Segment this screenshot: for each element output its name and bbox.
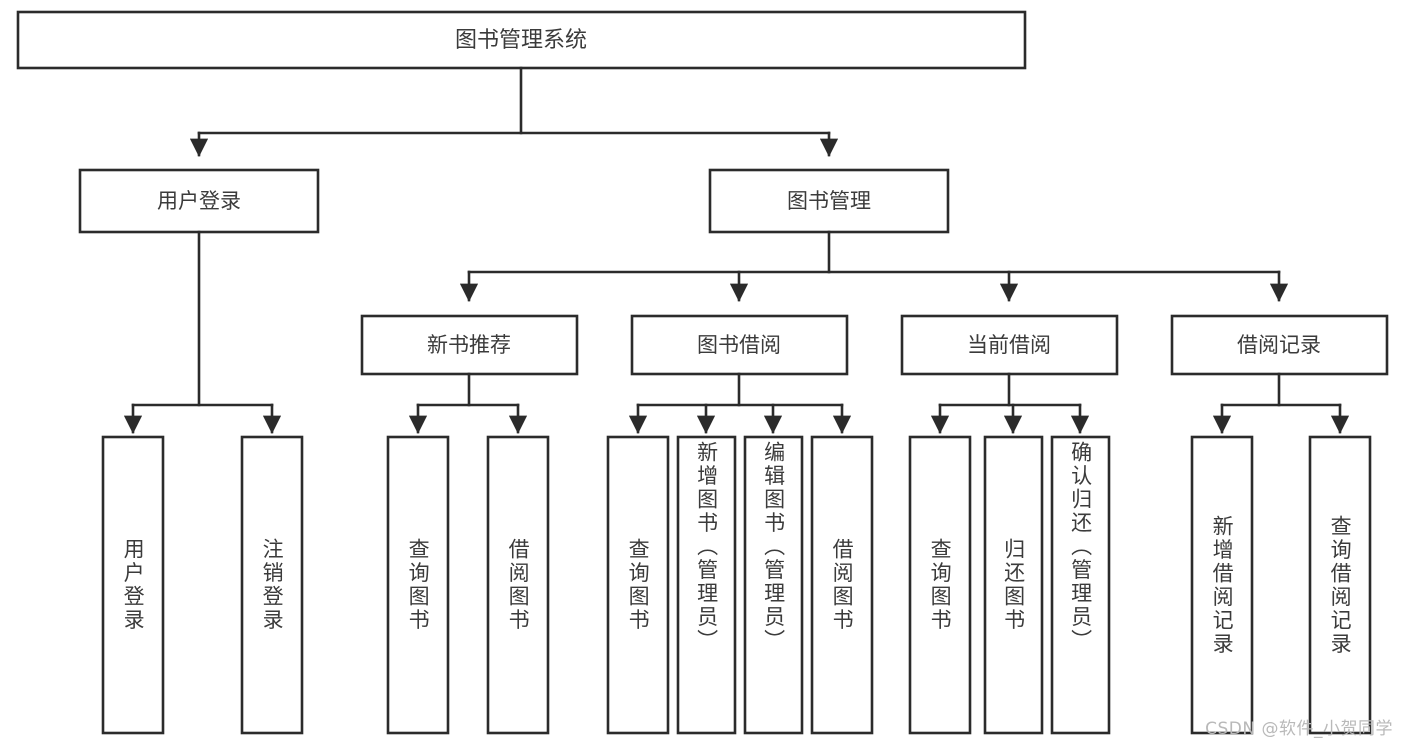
leaf-query-book-current-rect[interactable] [908, 435, 972, 735]
node-user-login[interactable]: 用户登录 [78, 168, 320, 234]
connector-borrow-record-to-leaves [1212, 372, 1350, 434]
node-new-book-recommend[interactable]: 新书推荐 [360, 314, 579, 376]
node-current-borrow[interactable]: 当前借阅 [900, 314, 1119, 376]
node-root[interactable]: 图书管理系统 [16, 10, 1027, 70]
leaf-borrow-book-rec-rect[interactable] [486, 435, 550, 735]
node-current-borrow-rect [900, 314, 1119, 376]
leaf-add-book-admin-rect[interactable] [676, 435, 737, 735]
leaf-logout-login-rect[interactable] [240, 435, 304, 735]
node-borrow-record-label: 借阅记录 [1237, 333, 1321, 357]
node-borrow-record[interactable]: 借阅记录 [1170, 314, 1389, 376]
leaf-query-book-rec-rect[interactable] [386, 435, 450, 735]
leaf-borrow-book-rect[interactable] [810, 435, 874, 735]
node-root-label: 图书管理系统 [455, 28, 587, 53]
connector-current-borrow-to-leaves [930, 372, 1090, 434]
node-user-login-rect [78, 168, 320, 234]
connector-new-book-recommend-to-leaves [408, 372, 528, 434]
node-new-book-recommend-rect [360, 314, 579, 376]
node-book-manage-label: 图书管理 [787, 189, 871, 213]
leaf-query-book-borrow-rect[interactable] [606, 435, 670, 735]
leaf-edit-book-admin-rect[interactable] [743, 435, 804, 735]
leaf-return-book-rect[interactable] [983, 435, 1044, 735]
connector-book-borrow-to-leaves [628, 372, 852, 434]
leaf-user-login-rect[interactable] [101, 435, 165, 735]
node-user-login-label: 用户登录 [157, 189, 241, 213]
node-new-book-recommend-label: 新书推荐 [427, 333, 511, 357]
node-book-manage[interactable]: 图书管理 [708, 168, 950, 234]
connector-user-login-to-leaves [123, 230, 282, 434]
connector-book-manage-to-level3 [459, 230, 1289, 302]
csdn-watermark: CSDN @软件_小贺同学 [1205, 719, 1393, 739]
connector-root-to-level2 [189, 66, 839, 157]
leaf-add-borrow-record-rect[interactable] [1190, 435, 1254, 735]
node-current-borrow-label: 当前借阅 [967, 333, 1051, 357]
node-book-borrow-label: 图书借阅 [697, 333, 781, 357]
leaf-query-borrow-record-rect[interactable] [1308, 435, 1372, 735]
node-root-rect [16, 10, 1027, 70]
leaf-confirm-return-admin-rect[interactable] [1050, 435, 1111, 735]
node-book-borrow[interactable]: 图书借阅 [630, 314, 849, 376]
